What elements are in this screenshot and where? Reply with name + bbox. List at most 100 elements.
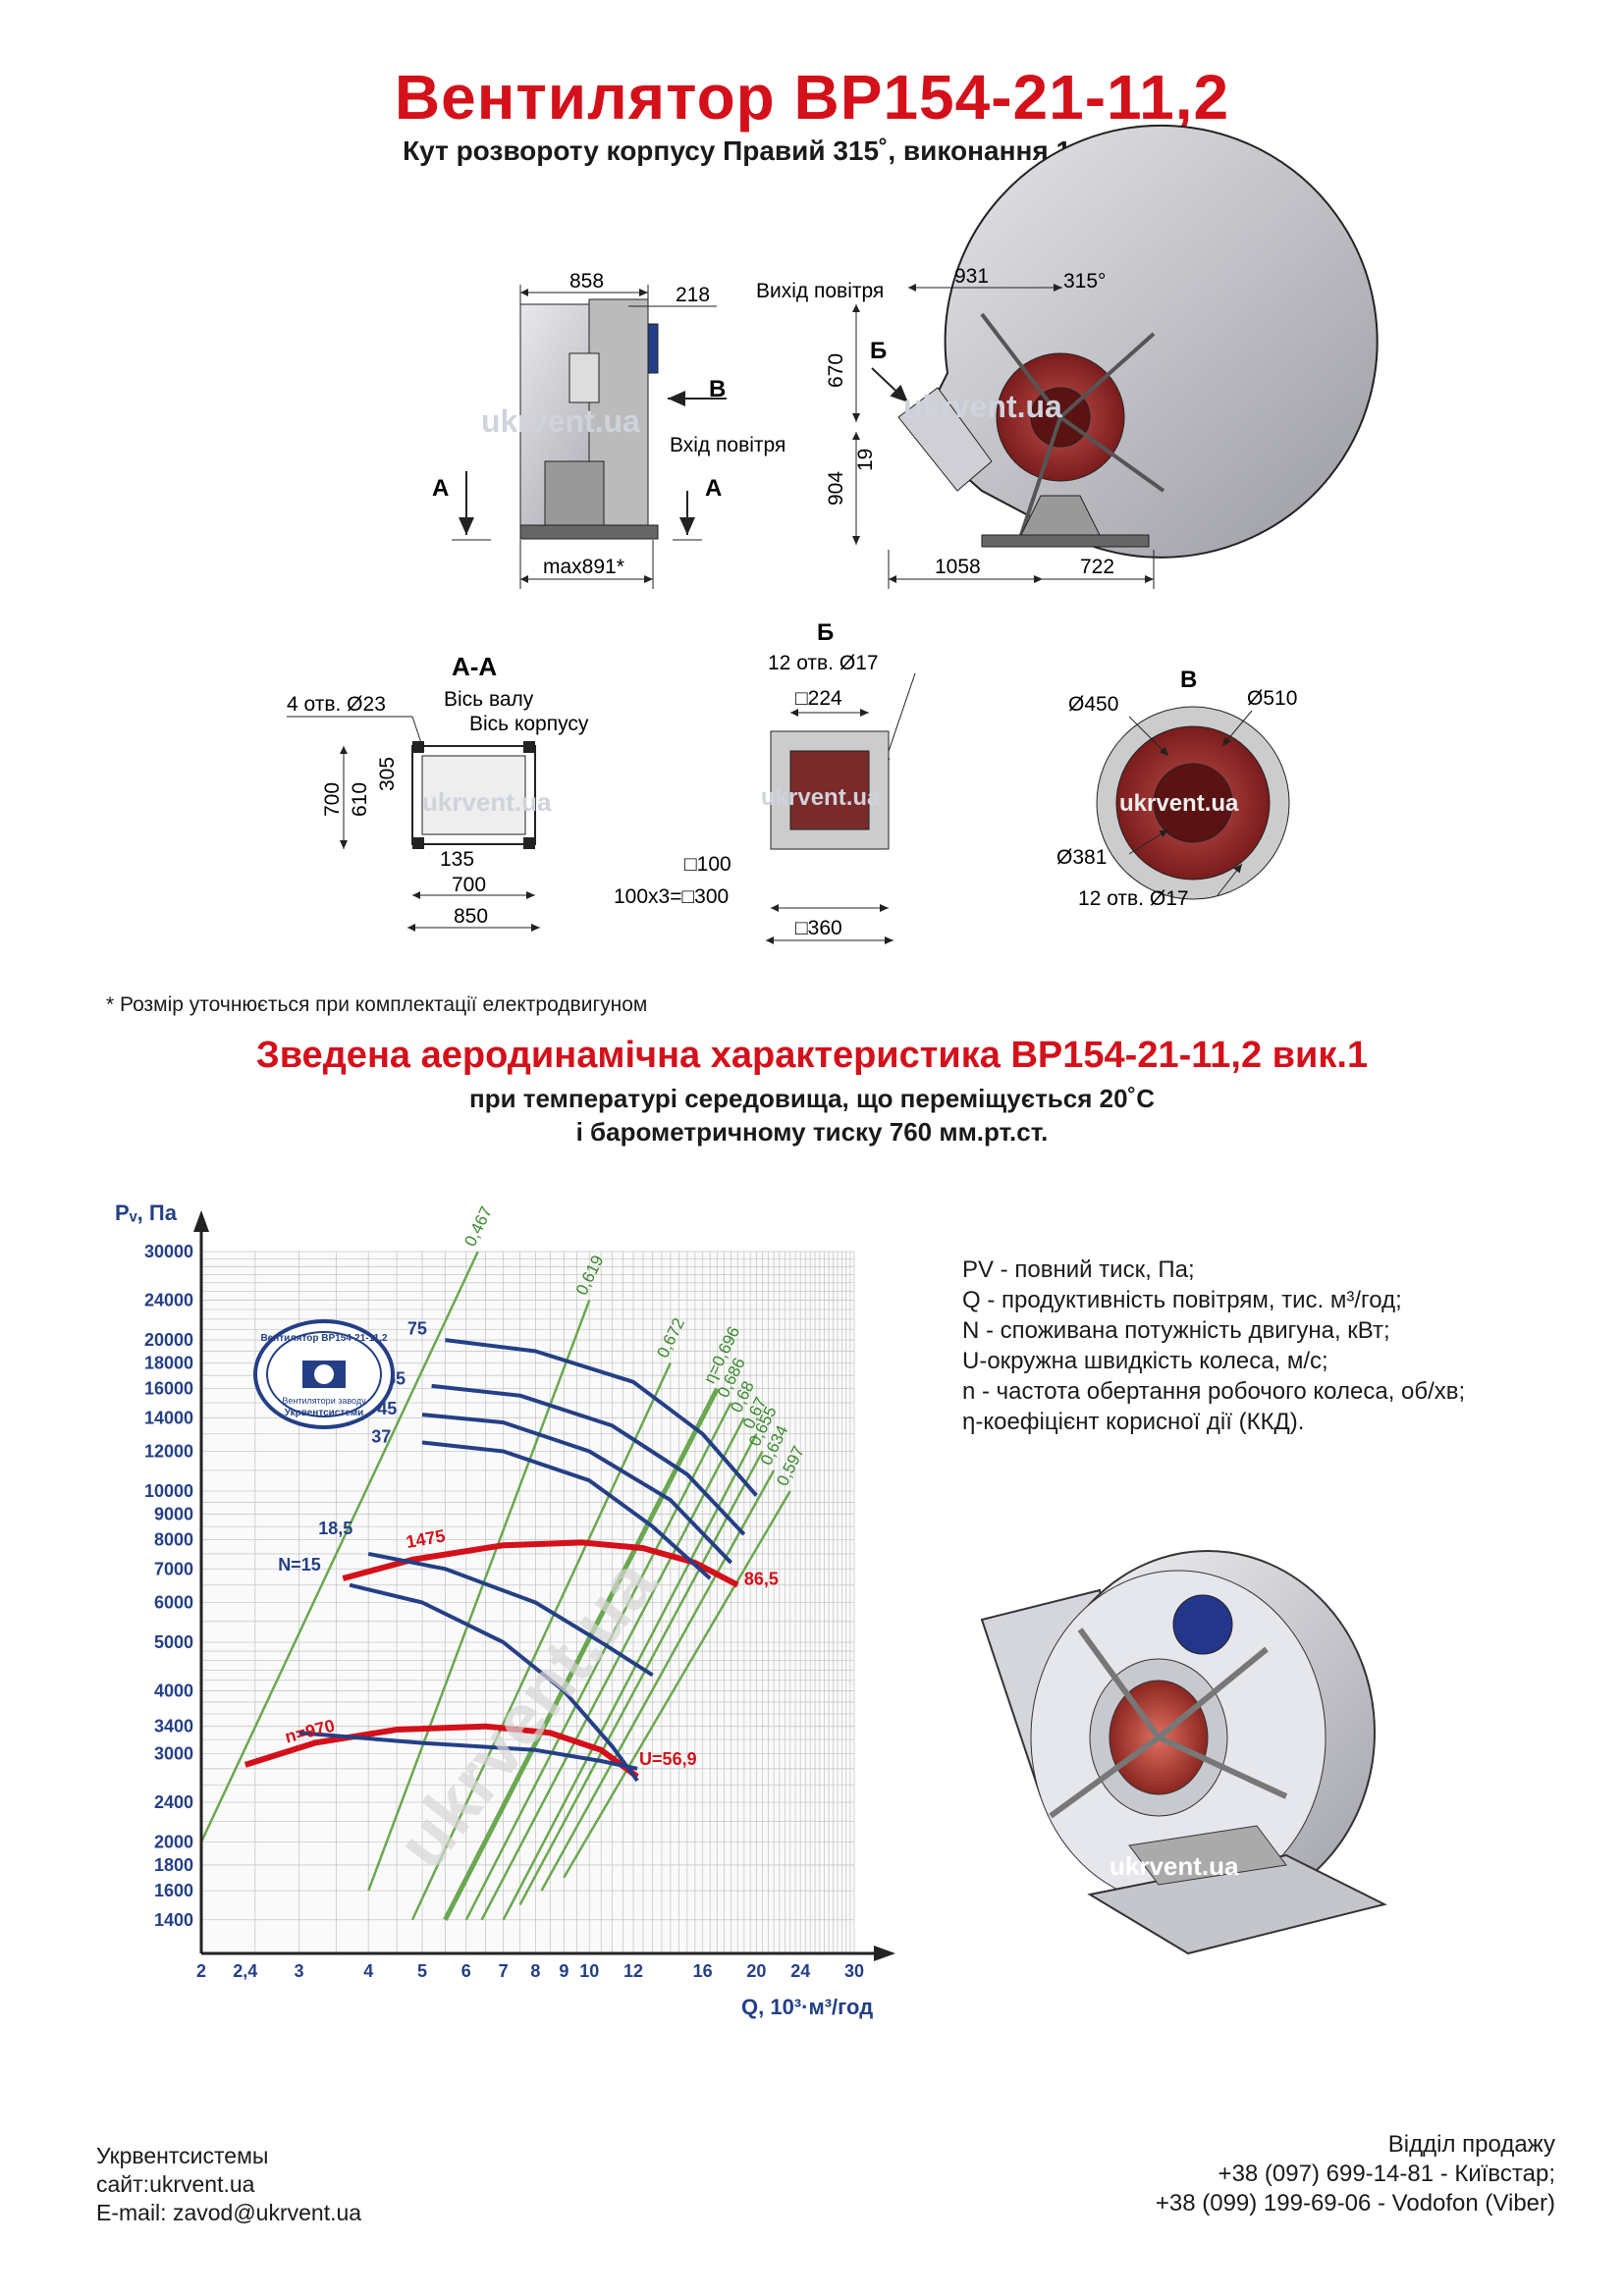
view-v-title: В [1180, 667, 1197, 693]
curve-annotation: U=56,9 [639, 1749, 697, 1769]
stamp-text-2: Укрвентсистеми [285, 1408, 363, 1418]
series-line-6 [431, 1383, 746, 1536]
x-tick-label: 2 [196, 1961, 206, 1981]
x-tick-label: 16 [693, 1961, 713, 1981]
dim-904: 904 [825, 471, 847, 506]
dim-931: 931 [954, 265, 989, 288]
y-tick-label: 4000 [154, 1682, 193, 1701]
y-tick-label: 16000 [144, 1379, 193, 1399]
series-line-2 [349, 1582, 639, 1783]
inlet-label: Вхід повітря [670, 434, 785, 456]
x-tick-label: 2,4 [233, 1961, 257, 1981]
y-tick-label: 3000 [154, 1743, 193, 1763]
efficiency-line-2 [410, 1362, 672, 1921]
view-b-title: Б [817, 619, 834, 646]
technical-drawings: 858 218 max891* В Вхід повітря А А Вихід… [287, 124, 1379, 944]
y-tick-label: 7000 [154, 1559, 193, 1578]
chart-series [244, 1338, 758, 1783]
section-a-left: А [432, 475, 449, 502]
y-tick-label: 12000 [144, 1442, 193, 1462]
y-tick-label: 14000 [144, 1408, 193, 1427]
y-tick-label: 1400 [154, 1910, 193, 1930]
side-view: 858 218 max891* В Вхід повітря А А [432, 270, 785, 589]
view-v-dia-510: Ø510 [1247, 687, 1297, 710]
view-b-outlet: Б 12 отв. Ø17 □224 □100 100x3=□300 □360 [614, 619, 916, 944]
aa-holes: 4 отв. Ø23 [287, 693, 386, 716]
fan-illustration: ukrvent.ua [980, 1550, 1387, 1955]
dim-19: 19 [854, 449, 877, 471]
x-tick-label: 9 [559, 1961, 568, 1981]
view-v-dia-381: Ø381 [1056, 846, 1107, 869]
series-line-0 [244, 1723, 639, 1780]
stamp-text-1: Вентилятор ВР154-21-11,2 [260, 1333, 388, 1344]
view-b-holes: 12 отв. Ø17 [768, 652, 879, 674]
front-view: Вихід повітря 931 315° Б 670 19 904 1058… [756, 124, 1379, 589]
dim-670: 670 [825, 353, 847, 388]
efficiency-line-1 [367, 1300, 591, 1892]
aa-dim-700-h: 700 [452, 874, 486, 896]
motor-note: * Розмір уточнюється при комплектації ел… [106, 993, 648, 1016]
efficiency-line-8 [540, 1469, 776, 1892]
company-email[interactable]: E-mail: zavod@ukrvent.ua [96, 2200, 362, 2225]
series-line-5 [421, 1413, 733, 1565]
y-tick-label: 1600 [154, 1881, 193, 1900]
legend-u: U-окружна швидкість колеса, м/с; [962, 1348, 1328, 1374]
efficiency-line-6 [502, 1433, 758, 1921]
view-b-label: Б [870, 338, 887, 364]
series-line-7 [445, 1338, 758, 1497]
curve-annotation: 18,5 [318, 1519, 352, 1538]
y-axis-label: Pᵥ, Па [115, 1201, 178, 1225]
x-tick-label: 10 [579, 1961, 599, 1981]
company-name: Укрвентсистемы [96, 2143, 269, 2168]
x-tick-label: 3 [295, 1961, 304, 1981]
x-axis-label: Q, 10³·м³/год [741, 1995, 873, 2019]
x-tick-label: 6 [461, 1961, 471, 1981]
efficiency-lines [199, 1251, 791, 1921]
aa-dim-700-v: 700 [321, 782, 344, 817]
view-v-holes: 12 отв. Ø17 [1078, 887, 1189, 910]
watermark-front: ukrvent.ua [903, 389, 1062, 424]
angle-315: 315° [1063, 270, 1106, 293]
aa-dim-305: 305 [376, 757, 399, 791]
aa-dim-135: 135 [440, 848, 474, 871]
outlet-label: Вихід повітря [756, 280, 884, 302]
aa-body-axis: Вісь корпусу [469, 713, 589, 735]
aa-shaft-axis: Вісь валу [444, 688, 534, 711]
section-aa-title: А-А [452, 652, 497, 681]
curve-annotation: N=15 [278, 1555, 321, 1575]
efficiency-line-9 [563, 1490, 791, 1879]
y-tick-label: 10000 [144, 1481, 193, 1501]
series-line-4 [421, 1440, 712, 1580]
x-tick-label: 5 [417, 1961, 427, 1981]
company-site[interactable]: сайт:ukrvent.ua [96, 2171, 255, 2197]
watermark-b: ukrvent.ua [761, 784, 881, 811]
x-tick-label: 4 [363, 1961, 373, 1981]
dim-max891: max891* [543, 556, 624, 578]
characteristic-title: Зведена аеродинамічна характеристика ВР1… [255, 1035, 1369, 1076]
y-tick-label: 1800 [154, 1855, 193, 1875]
characteristic-subtitle-2: і барометричному тиску 760 мм.рт.ст. [575, 1117, 1049, 1147]
page-title: Вентилятор ВР154-21-11,2 [394, 62, 1230, 133]
series-line-3 [367, 1551, 654, 1678]
stamp-text-3: Вентилятори заводу [282, 1396, 366, 1406]
sales-phone-1[interactable]: +38 (097) 699-14-81 - Київстар; [1218, 2161, 1555, 2187]
sales-phone-2[interactable]: +38 (099) 199-69-06 - Vodofon (Viber) [1155, 2190, 1555, 2216]
characteristic-subtitle-1: при температурі середовища, що переміщує… [469, 1084, 1155, 1113]
x-tick-label: 30 [844, 1961, 864, 1981]
footer-company: Укрвентсистемы сайт:ukrvent.ua E-mail: z… [96, 2142, 361, 2227]
view-b-dim-300: 100x3=□300 [614, 885, 729, 908]
legend-q: Q - продуктивність повітрям, тис. м³/год… [962, 1287, 1402, 1313]
view-v-inlet: В Ø450 Ø510 Ø381 12 отв. Ø17 [1056, 667, 1297, 910]
y-tick-label: 24000 [144, 1291, 193, 1310]
efficiency-line-0 [199, 1251, 479, 1843]
section-a-right: А [705, 475, 722, 502]
footer-sales: Відділ продажу +38 (097) 699-14-81 - Киї… [1156, 2130, 1555, 2218]
aa-dim-610: 610 [349, 782, 371, 817]
chart-legend: PV - повний тиск, Па; Q - продуктивність… [962, 1255, 1465, 1437]
legend-pv: PV - повний тиск, Па; [962, 1256, 1195, 1283]
efficiency-line-3 [443, 1387, 720, 1921]
x-tick-label: 12 [623, 1961, 643, 1981]
sales-title: Відділ продажу [1387, 2131, 1555, 2158]
x-tick-label: 20 [746, 1961, 766, 1981]
